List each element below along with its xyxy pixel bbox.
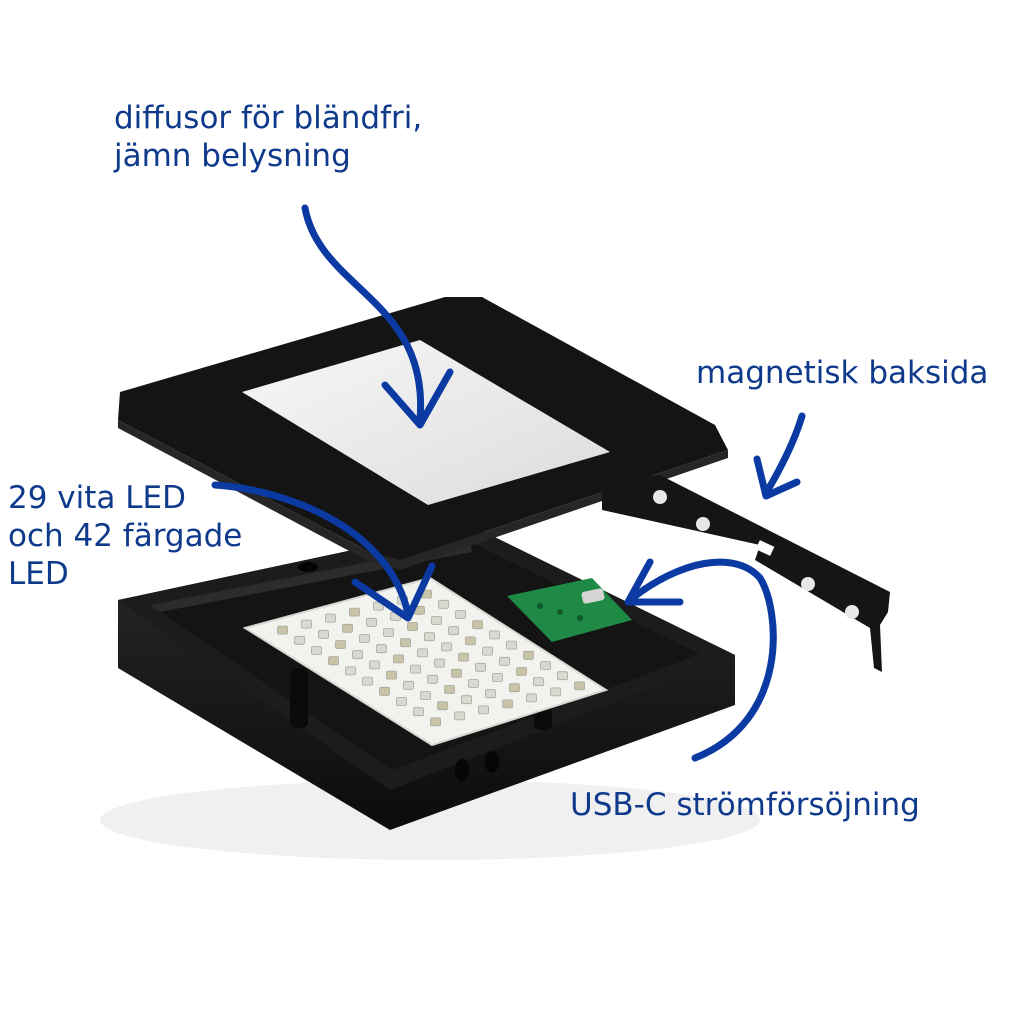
led-chip	[550, 687, 561, 697]
side-button	[455, 759, 469, 781]
led-chip	[403, 680, 414, 690]
led-chip	[376, 644, 387, 654]
led-chip	[366, 617, 377, 627]
led-chip	[386, 670, 397, 680]
led-chip	[461, 695, 472, 705]
arrow-magnetic-head	[753, 455, 801, 500]
led-chip	[393, 654, 404, 664]
led-chip	[431, 616, 442, 625]
led-board	[242, 576, 609, 747]
led-chip	[506, 640, 517, 650]
led-chip	[328, 656, 339, 666]
led-chip	[451, 668, 462, 678]
led-chip	[455, 610, 466, 619]
magnet-slot	[755, 540, 775, 556]
led-chip	[526, 693, 537, 703]
led-chip	[318, 629, 329, 639]
label-magnetic: magnetisk baksida	[696, 355, 989, 391]
led-chip	[362, 676, 373, 686]
led-chip	[396, 697, 407, 706]
led-chip	[489, 630, 500, 640]
label-led-line1: 29 vita LED	[8, 480, 186, 516]
arrow-diffusor	[301, 204, 425, 424]
led-chip	[369, 660, 380, 670]
led-chip	[437, 701, 448, 711]
side-button	[485, 751, 499, 773]
led-chip	[533, 677, 544, 687]
led-chip	[420, 691, 431, 700]
led-chip	[557, 671, 568, 681]
led-chip	[407, 622, 418, 631]
led-chip	[441, 642, 452, 652]
label-diffusor-line2: jämn belysning	[114, 138, 351, 174]
led-chip	[438, 599, 449, 609]
label-led: 29 vita LED och 42 färgade LED	[8, 479, 242, 593]
screw-post	[298, 562, 318, 572]
arrow-magnetic	[762, 412, 806, 497]
led-chip	[349, 607, 360, 617]
led-chip	[417, 648, 428, 658]
led-chip	[458, 652, 469, 662]
led-chip	[574, 681, 585, 691]
led-grid	[277, 589, 585, 727]
led-chip	[413, 707, 424, 717]
magnet-hole	[696, 517, 710, 531]
led-chip	[294, 635, 305, 645]
led-chip	[352, 650, 363, 660]
arrow-led	[211, 481, 412, 618]
led-chip	[478, 705, 489, 715]
label-led-line2: och 42 färgade	[8, 518, 243, 554]
led-chip	[383, 628, 394, 637]
led-chip	[465, 636, 476, 646]
led-chip	[482, 646, 493, 656]
screw-post	[290, 668, 308, 728]
led-chip	[430, 717, 441, 727]
led-chip	[335, 640, 346, 649]
arrow-usb	[626, 558, 777, 762]
led-chip	[509, 683, 520, 693]
led-chip	[301, 619, 312, 629]
led-chip	[499, 656, 510, 666]
label-diffusor-line1: diffusor för bländfri,	[114, 100, 423, 136]
led-chip	[485, 689, 496, 699]
led-chip	[444, 685, 455, 694]
led-chip	[472, 620, 483, 630]
magnet-hole	[801, 577, 815, 591]
led-chip	[410, 664, 421, 674]
led-chip	[345, 666, 356, 676]
led-chip	[434, 658, 445, 668]
led-chip	[454, 711, 465, 721]
magnet-hole	[845, 605, 859, 619]
led-chip	[427, 674, 438, 684]
usb-c-board	[507, 578, 632, 642]
led-chip	[516, 667, 527, 676]
arrow-diffusor-head	[381, 368, 454, 429]
led-chip	[424, 632, 435, 642]
ground-shadow	[100, 780, 760, 860]
magnetic-back-plate	[602, 475, 890, 672]
led-chip	[492, 673, 503, 682]
usb-c-port	[581, 588, 605, 604]
led-chip	[342, 623, 353, 633]
led-chip	[540, 661, 551, 670]
led-chip	[502, 699, 513, 709]
led-chip	[448, 626, 459, 636]
arrow-led-head	[351, 562, 436, 622]
led-chip	[475, 662, 486, 672]
led-chip	[400, 638, 411, 648]
led-chip	[468, 679, 479, 688]
led-chip	[325, 613, 336, 623]
label-led-line3: LED	[8, 556, 69, 592]
led-chip	[379, 686, 390, 696]
label-usb: USB-C strömförsöjning	[570, 787, 920, 823]
led-chip	[311, 646, 322, 655]
diffuser-window	[242, 340, 610, 505]
magnet-hole	[653, 490, 667, 504]
led-chip	[523, 650, 534, 660]
led-chip	[277, 625, 288, 635]
label-diffusor: diffusor för bländfri, jämn belysning	[114, 99, 422, 175]
led-chip	[359, 634, 370, 643]
arrow-usb-head	[624, 558, 684, 606]
